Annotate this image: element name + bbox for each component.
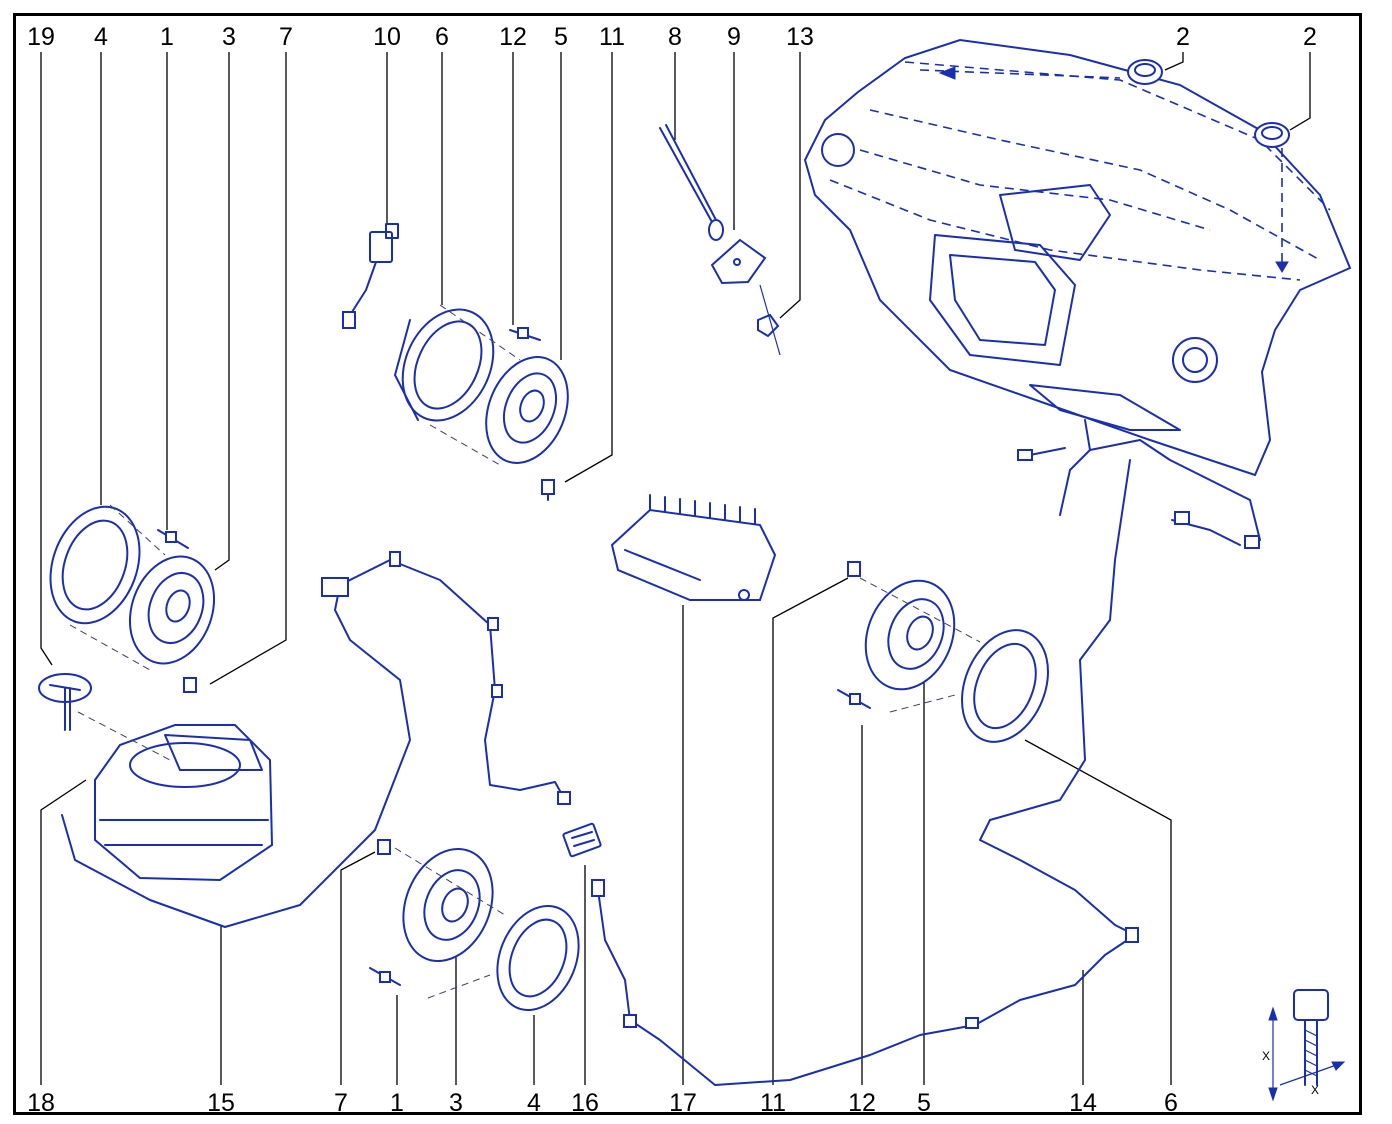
- callout-19-top: 19: [27, 23, 55, 51]
- right-speaker-driver: [859, 577, 981, 713]
- callout-17-bottom: 17: [669, 1089, 697, 1117]
- callout-7-top: 7: [279, 23, 293, 51]
- callout-3-top: 3: [222, 23, 236, 51]
- front-speaker-driver: [429, 304, 569, 466]
- callout-11-bottom: 11: [760, 1089, 786, 1117]
- callout-5-top: 5: [554, 23, 568, 51]
- front-speaker-screw: [541, 479, 555, 501]
- callout-2-top-left: 2: [1176, 23, 1190, 51]
- right-speaker-screw: [847, 561, 861, 577]
- callout-1-top: 1: [160, 23, 174, 51]
- antenna-rod: [659, 124, 724, 241]
- callout-13-top: 13: [786, 23, 814, 51]
- torque-symbol: X X: [1262, 989, 1346, 1102]
- rear-left-speaker-bracket: [49, 505, 141, 625]
- callout-18-bottom: 18: [27, 1089, 55, 1117]
- tweeter-speaker-left: [1127, 59, 1163, 85]
- torque-x-label-vertical: X: [1262, 1049, 1270, 1063]
- callout-12-bottom: 12: [848, 1089, 876, 1117]
- rear-wiring-harness: [591, 819, 1139, 1086]
- callout-6-top: 6: [435, 23, 449, 51]
- rear-left-speaker-screw: [183, 677, 197, 693]
- rear-left-speaker-driver: [69, 504, 216, 671]
- amplifier-unit: [610, 494, 777, 601]
- front-speaker-bracket: [394, 308, 495, 422]
- callout-8-top: 8: [668, 23, 682, 51]
- callout-10-top: 10: [373, 23, 401, 51]
- connector-block: [562, 822, 602, 858]
- callout-14-bottom: 14: [1069, 1089, 1097, 1117]
- tweeter-speaker-right: [1254, 122, 1290, 148]
- leader-lines: [40, 52, 1311, 1085]
- bottom-left-speaker-screw: [377, 839, 391, 855]
- callout-9-top: 9: [727, 23, 741, 51]
- callout-15-bottom: 15: [207, 1089, 235, 1117]
- bottom-left-speaker-bracket: [427, 904, 580, 1012]
- right-speaker-bracket: [961, 629, 1049, 743]
- callout-12-top: 12: [499, 23, 527, 51]
- callout-11-top: 11: [599, 23, 625, 51]
- front-speaker-pin: [509, 327, 541, 341]
- callout-5-bottom: 5: [917, 1089, 931, 1117]
- bottom-left-speaker-driver: [394, 847, 506, 963]
- callout-4-bottom: 4: [527, 1089, 541, 1117]
- antenna-nut: [757, 284, 781, 356]
- callout-7-bottom: 7: [334, 1089, 348, 1117]
- callout-3-bottom: 3: [449, 1089, 463, 1117]
- callout-2-top-right: 2: [1303, 23, 1317, 51]
- subwoofer-enclosure: [77, 711, 274, 882]
- callout-6-bottom: 6: [1164, 1089, 1178, 1117]
- right-speaker-pin: [837, 689, 871, 709]
- rear-left-speaker-pin: [157, 529, 189, 549]
- torque-x-label-horizontal: X: [1311, 1083, 1319, 1097]
- dashboard-wiring-harness: [989, 419, 1261, 821]
- top-callouts: 19 4 1 3 7 10 6 12 5 11 8 9 13 2 2: [27, 23, 1317, 51]
- bottom-left-speaker-pin: [369, 967, 401, 986]
- aux-connector: [342, 223, 399, 329]
- callout-16-bottom: 16: [571, 1089, 599, 1117]
- subwoofer-harness: [61, 551, 571, 928]
- subwoofer-knob: [38, 673, 92, 731]
- antenna-base: [710, 238, 767, 285]
- callout-4-top: 4: [94, 23, 108, 51]
- bottom-callouts: 18 15 7 1 3 4 16 17 11 12 5 14 6: [27, 1089, 1178, 1117]
- callout-1-bottom: 1: [390, 1089, 404, 1117]
- dashboard-assembly: [803, 38, 1352, 477]
